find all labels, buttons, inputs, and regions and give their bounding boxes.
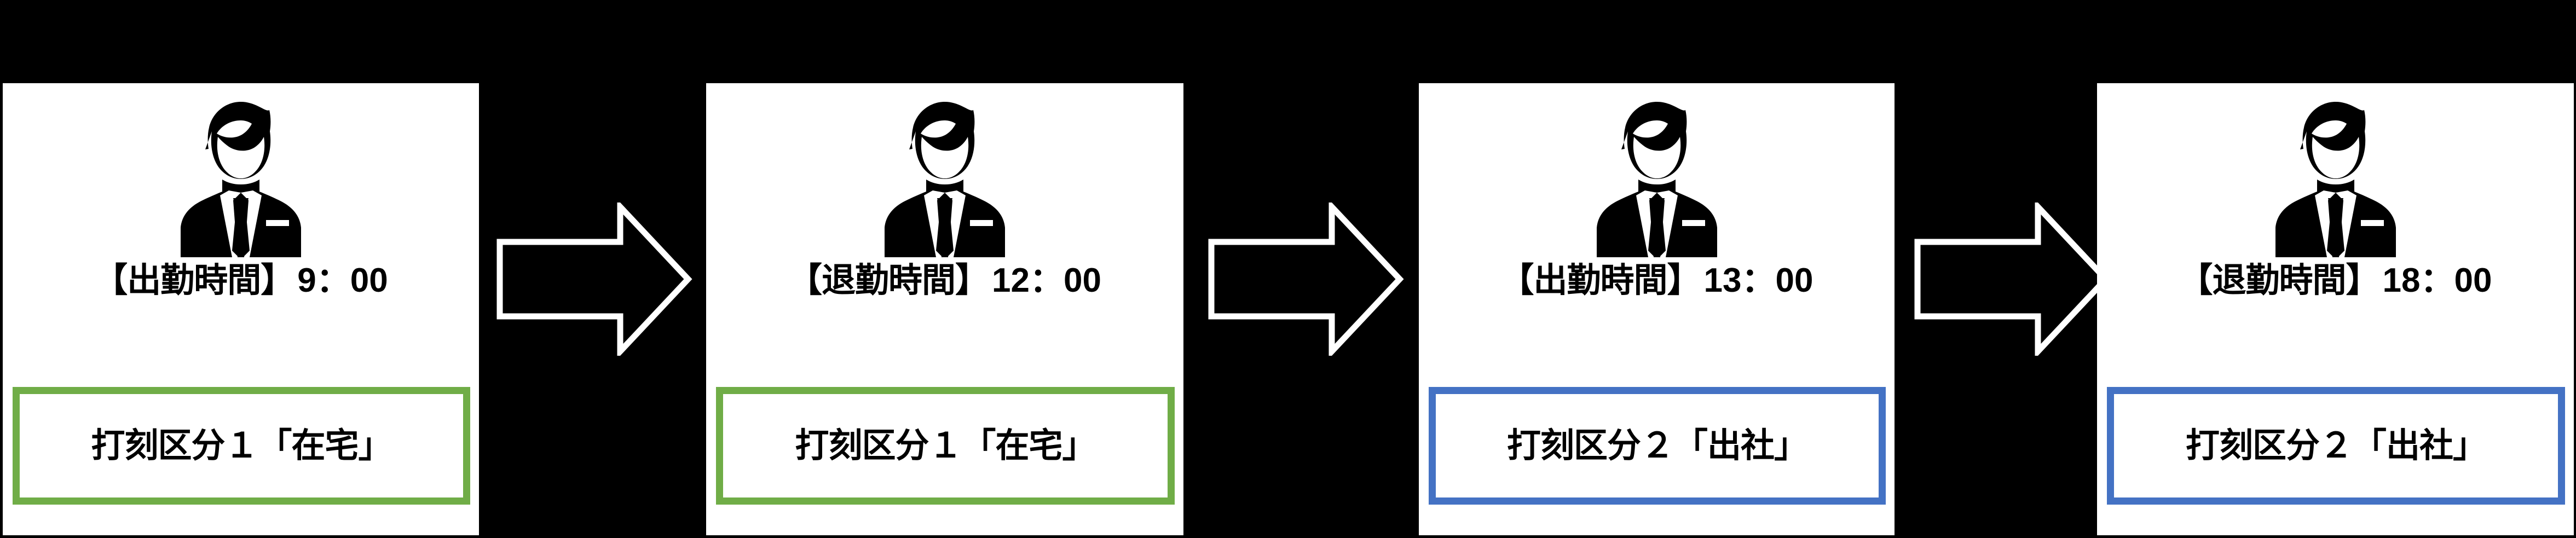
avatar xyxy=(706,83,1183,264)
time-label: 【出勤時間】 xyxy=(94,262,294,299)
right-block-arrow-icon xyxy=(496,203,692,356)
punch-category-box: 打刻区分２「出社」 xyxy=(2107,387,2565,505)
businessman-avatar-icon xyxy=(885,102,1005,257)
punch-category-box: 打刻区分１「在宅」 xyxy=(13,387,470,505)
businessman-avatar-icon xyxy=(2275,102,2396,257)
punch-category-text: 打刻区分１「在宅」 xyxy=(795,426,1096,465)
right-block-arrow-icon xyxy=(1914,203,2110,356)
time-value: 9：00 xyxy=(297,262,388,299)
time-line: 【出勤時間】9：00 xyxy=(3,264,479,302)
right-block-arrow-icon xyxy=(1208,203,1404,356)
flow-arrow-2 xyxy=(1207,203,1404,356)
time-value: 13：00 xyxy=(1703,262,1813,299)
punch-category-box: 打刻区分１「在宅」 xyxy=(716,387,1175,505)
attendance-step-panel-3: 【出勤時間】13：00 打刻区分２「出社」 xyxy=(1419,83,1895,535)
punch-category-text: 打刻区分２「出社」 xyxy=(1506,426,1808,465)
time-label: 【出勤時間】 xyxy=(1500,262,1701,299)
avatar xyxy=(3,83,479,264)
businessman-avatar-icon xyxy=(1596,102,1717,257)
flow-arrow-3 xyxy=(1913,203,2110,356)
time-line: 【退勤時間】12：00 xyxy=(706,264,1183,302)
time-value: 18：00 xyxy=(2382,262,2492,299)
attendance-step-panel-2: 【退勤時間】12：00 打刻区分１「在宅」 xyxy=(706,83,1183,535)
time-label: 【退勤時間】 xyxy=(2179,262,2380,299)
time-label: 【退勤時間】 xyxy=(788,262,989,299)
attendance-step-panel-1: 【出勤時間】9：00 打刻区分１「在宅」 xyxy=(3,83,479,535)
punch-category-box: 打刻区分２「出社」 xyxy=(1429,387,1886,505)
avatar xyxy=(2097,83,2574,264)
punch-category-text: 打刻区分１「在宅」 xyxy=(91,426,392,465)
avatar xyxy=(1419,83,1895,264)
businessman-avatar-icon xyxy=(181,102,301,257)
punch-category-text: 打刻区分２「出社」 xyxy=(2185,426,2487,465)
time-line: 【退勤時間】18：00 xyxy=(2097,264,2574,302)
time-line: 【出勤時間】13：00 xyxy=(1419,264,1895,302)
attendance-step-panel-4: 【退勤時間】18：00 打刻区分２「出社」 xyxy=(2097,83,2574,535)
flow-arrow-1 xyxy=(495,203,692,356)
time-value: 12：00 xyxy=(992,262,1101,299)
